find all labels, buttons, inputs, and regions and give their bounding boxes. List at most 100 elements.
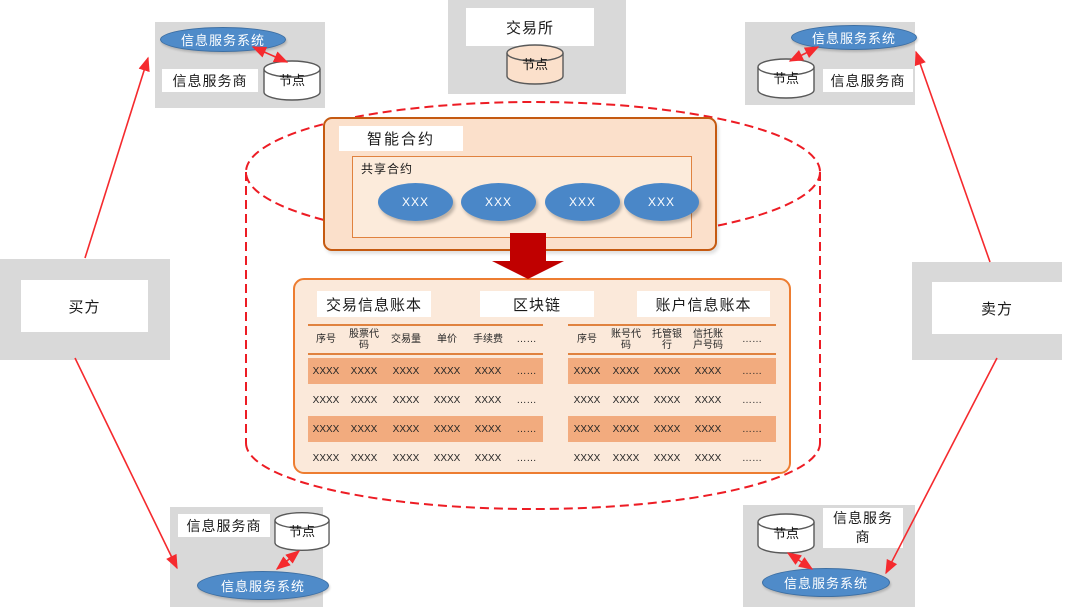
- ledger-cell: XXXX: [653, 394, 681, 406]
- ledger-cell: XXXX: [392, 452, 420, 464]
- info-service-system-label: 信息服务系统: [180, 33, 265, 48]
- shared-contract-box: 共享合约 XXX XXX XXX XXX: [352, 156, 699, 238]
- seller-label: 卖方: [980, 300, 1013, 318]
- info-provider-label: 信息服务商: [830, 72, 906, 89]
- ledger-cell: XXXX: [433, 452, 461, 464]
- seller-label-box: 卖方: [932, 282, 1062, 334]
- contract-ellipse: XXX: [545, 183, 620, 221]
- cylinder-icon: [506, 44, 564, 85]
- info-provider-top-left: 信息服务系统 信息服务商 节点: [155, 22, 325, 108]
- info-provider-top-right: 信息服务系统 节点 信息服务商: [745, 22, 917, 105]
- info-provider-label-box: 信息服务商: [823, 508, 903, 548]
- transaction-ledger-title-box: 交易信息账本: [317, 291, 431, 317]
- ledger-cell: XXXX: [653, 423, 681, 435]
- node-label: 节点: [288, 524, 315, 539]
- node-label: 节点: [772, 71, 799, 86]
- blockchain-title: 区块链: [512, 296, 561, 314]
- info-provider-label-box: 信息服务商: [178, 514, 270, 537]
- account-ledger-title: 账户信息账本: [655, 296, 752, 314]
- ledger-cell: XXXX: [312, 394, 340, 406]
- ledger-cell: XXXX: [612, 365, 640, 377]
- info-provider-label: 信息服务商: [833, 510, 893, 545]
- exchange-label: 交易所: [505, 19, 554, 37]
- ledger-cell: XXXX: [573, 394, 601, 406]
- arrow-seller-to-topright-system: [914, 50, 991, 263]
- arrow-buyer-to-bottomleft-system: [74, 357, 178, 570]
- exchange-node-label: 节点: [521, 57, 548, 72]
- account-ledger-table: 序号 账号代码托管银行信托账户号码 …… XXXX XXXX XXXX XXXX …… XXXX…: [568, 324, 776, 471]
- info-service-system-ellipse: 信息服务系统: [762, 568, 890, 597]
- cylinder-icon: [757, 58, 815, 99]
- info-provider-bottom-left: 信息服务商 节点 信息服务系统: [170, 507, 330, 607]
- ledger-cell: XXXX: [433, 365, 461, 377]
- node-cylinder: 节点: [757, 513, 815, 555]
- node-label: 节点: [772, 526, 799, 541]
- info-service-system-ellipse: 信息服务系统: [197, 571, 329, 600]
- info-service-system-ellipse: 信息服务系统: [160, 27, 286, 52]
- info-service-system-ellipse: 信息服务系统: [791, 25, 917, 50]
- ledger-cell: XXXX: [433, 394, 461, 406]
- ledger-cell: ……: [516, 365, 537, 377]
- info-service-system-label: 信息服务系统: [783, 576, 868, 591]
- contract-ellipse: XXX: [378, 183, 453, 221]
- ledger-header-cell: 序号: [316, 334, 336, 345]
- ledger-cell: XXXX: [573, 365, 601, 377]
- ledger-header-row: 序号 账号代码托管银行信托账户号码 ……: [568, 324, 776, 355]
- ledger-cell: XXXX: [694, 365, 722, 377]
- ledger-cell: XXXX: [392, 394, 420, 406]
- ledger-cell: XXXX: [312, 452, 340, 464]
- cylinder-icon: [263, 60, 321, 101]
- ledger-header-cell: 账号代码: [611, 328, 641, 351]
- ledger-cell: XXXX: [474, 365, 502, 377]
- ledger-header-cell: ……: [742, 334, 762, 345]
- ledger-cell: ……: [516, 394, 537, 406]
- ledger-cell: XXXX: [312, 423, 340, 435]
- ledger-cell: ……: [742, 394, 762, 406]
- ledger-cell: XXXX: [350, 423, 378, 435]
- shared-contract-title: 共享合约: [361, 162, 414, 176]
- ledger-header-cell: 序号: [577, 334, 597, 345]
- arrow-buyer-to-topleft-system: [84, 56, 150, 259]
- account-ledger-title-box: 账户信息账本: [637, 291, 770, 317]
- exchange-group: 交易所 节点: [448, 0, 626, 94]
- ledger-cell: XXXX: [573, 452, 601, 464]
- exchange-label-box: 交易所: [466, 8, 594, 46]
- cylinder-icon: [757, 513, 815, 554]
- info-provider-label-box: 信息服务商: [823, 69, 913, 92]
- ledger-cell: XXXX: [612, 423, 640, 435]
- ledger-cell: XXXX: [350, 365, 378, 377]
- ledger-cell: XXXX: [573, 423, 601, 435]
- contract-ellipse: XXX: [624, 183, 699, 221]
- buyer-label-box: 买方: [21, 280, 148, 332]
- seller-group: 卖方: [912, 262, 1062, 360]
- ledger-header-cell: 单价: [437, 334, 457, 345]
- contract-ellipse: XXX: [461, 183, 536, 221]
- ledger-cell: XXXX: [474, 452, 502, 464]
- ledger-header-cell: 股票代码: [349, 328, 379, 351]
- info-provider-label-box: 信息服务商: [162, 69, 258, 92]
- ledger-cell: XXXX: [694, 452, 722, 464]
- ledger-header-row: 序号股票代码交易量单价手续费……: [308, 324, 543, 355]
- info-provider-bottom-right: 节点 信息服务商 信息服务系统: [743, 505, 915, 607]
- ledger-cell: XXXX: [392, 365, 420, 377]
- ledger-header-cell: 托管银行: [652, 328, 682, 351]
- ledger-cell: XXXX: [612, 452, 640, 464]
- ledger-cell: XXXX: [653, 365, 681, 377]
- smart-contract-title-box: 智能合约: [339, 126, 463, 151]
- ledger-header-cell: 信托账户号码: [693, 328, 723, 351]
- info-provider-label: 信息服务商: [172, 72, 248, 89]
- node-cylinder: 节点: [757, 58, 815, 100]
- exchange-node-cylinder: 节点: [506, 44, 564, 86]
- ledger-cell: ……: [742, 452, 762, 464]
- contract-label: XXX: [401, 195, 429, 209]
- node-cylinder: 节点: [263, 60, 321, 102]
- ledger-cell: ……: [516, 452, 537, 464]
